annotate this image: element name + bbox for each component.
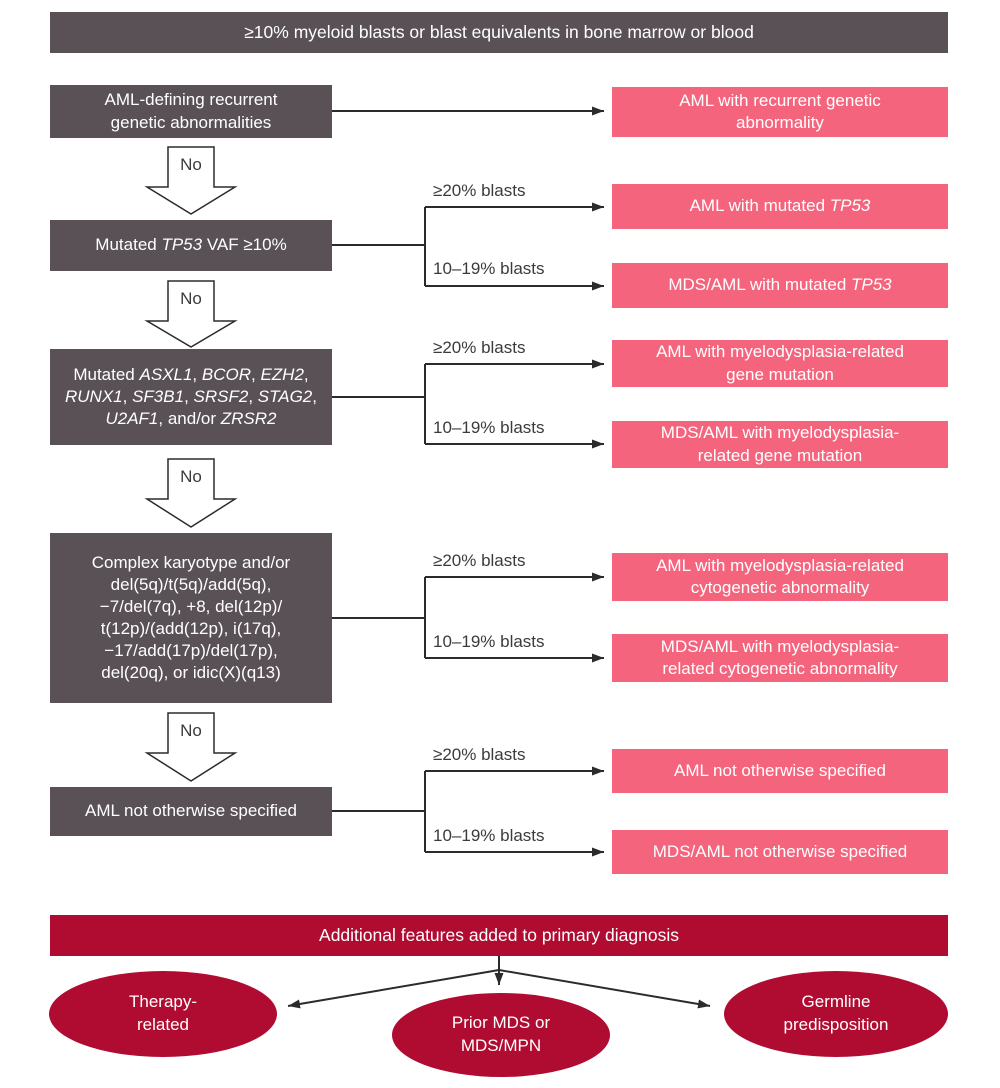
outcome-text: AML not otherwise specified [674, 760, 886, 780]
outcome-box-mds-aml-nos: MDS/AML not otherwise specified [612, 830, 948, 874]
connector-step5-trunk [332, 771, 426, 852]
outcome-box-aml-tp53: AML with mutated TP53 [612, 184, 948, 229]
no-label-1: No [180, 155, 202, 174]
outcome-box-mds-aml-cytogenetic: MDS/AML with myelodysplasia- related cyt… [612, 634, 948, 682]
outcome-box-recurrent-genetic: AML with recurrent genetic abnormality [612, 87, 948, 137]
feature-ellipse-therapy-related: Therapy- related [49, 971, 277, 1057]
feature-ellipse-germline-predisposition: Germline predisposition [724, 971, 948, 1057]
feature-text: Therapy- related [128, 992, 198, 1034]
outcome-text: MDS/AML with myelodysplasia- related gen… [660, 423, 900, 465]
outcome-text: MDS/AML not otherwise specified [652, 841, 908, 861]
condition-box-complex-karyotype: Complex karyotype and/or del(5q)/t(5q)/a… [50, 533, 332, 703]
criteria-banner-text: ≥10% myeloid blasts or blast equivalents… [244, 22, 754, 42]
outcome-text: AML with myelodysplasia-related gene mut… [656, 342, 904, 384]
outcome-box-aml-gene-mutation: AML with myelodysplasia-related gene mut… [612, 340, 948, 387]
blasts-high-label-step5: ≥20% blasts [433, 745, 526, 764]
blasts-high-label-step2: ≥20% blasts [433, 181, 526, 200]
condition-box-aml-nos: AML not otherwise specified [50, 787, 332, 836]
outcome-text: AML with mutated TP53 [689, 196, 871, 216]
outcome-box-aml-cytogenetic: AML with myelodysplasia-related cytogene… [612, 553, 948, 601]
outcome-box-aml-nos: AML not otherwise specified [612, 749, 948, 793]
connector-step4-trunk [332, 577, 426, 658]
feature-text: Prior MDS or MDS/MPN [451, 1013, 551, 1055]
blasts-high-label-step4: ≥20% blasts [433, 551, 526, 570]
feature-text: Germline predisposition [783, 992, 889, 1034]
condition-text: AML not otherwise specified [85, 801, 297, 821]
condition-text: Mutated ASXL1, BCOR, EZH2, RUNX1, SF3B1,… [65, 364, 317, 429]
additional-features-banner: Additional features added to primary dia… [50, 915, 948, 956]
condition-text: AML-defining recurrent genetic abnormali… [104, 90, 278, 132]
outcome-text: AML with myelodysplasia-related cytogene… [656, 555, 904, 597]
connector-step2-trunk [332, 207, 426, 286]
condition-text: Mutated TP53 VAF ≥10% [95, 235, 287, 255]
criteria-banner: ≥10% myeloid blasts or blast equivalents… [50, 12, 948, 53]
additional-features-banner-text: Additional features added to primary dia… [319, 925, 679, 945]
blasts-low-label-step3: 10–19% blasts [433, 418, 545, 437]
condition-text: Complex karyotype and/or del(5q)/t(5q)/a… [91, 552, 291, 683]
condition-box-recurrent-abnormalities: AML-defining recurrent genetic abnormali… [50, 85, 332, 138]
no-label-2: No [180, 289, 202, 308]
condition-box-mutated-tp53: Mutated TP53 VAF ≥10% [50, 220, 332, 271]
blasts-low-label-step2: 10–19% blasts [433, 259, 545, 278]
blasts-high-label-step3: ≥20% blasts [433, 338, 526, 357]
no-label-4: No [180, 721, 202, 740]
outcome-text: MDS/AML with myelodysplasia- related cyt… [660, 636, 900, 678]
outcome-text: MDS/AML with mutated TP53 [668, 275, 892, 295]
outcome-box-mds-aml-tp53: MDS/AML with mutated TP53 [612, 263, 948, 308]
feature-ellipse-prior-mds: Prior MDS or MDS/MPN [392, 993, 610, 1077]
outcome-box-mds-aml-gene-mutation: MDS/AML with myelodysplasia- related gen… [612, 421, 948, 468]
condition-box-gene-mutations: Mutated ASXL1, BCOR, EZH2, RUNX1, SF3B1,… [50, 349, 332, 445]
blasts-low-label-step4: 10–19% blasts [433, 632, 545, 651]
no-label-3: No [180, 467, 202, 486]
outcome-text: AML with recurrent genetic abnormality [679, 90, 881, 132]
connector-step3-trunk [332, 364, 426, 444]
blasts-low-label-step5: 10–19% blasts [433, 826, 545, 845]
